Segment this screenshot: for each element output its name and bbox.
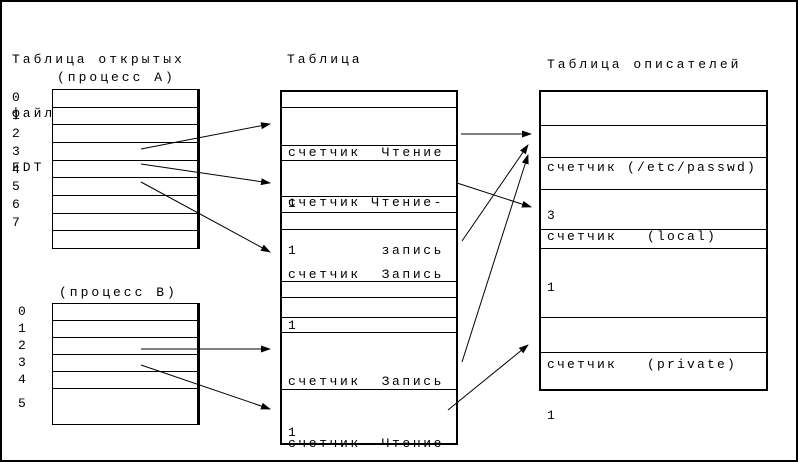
fdt-a-row-3 — [53, 143, 197, 161]
fdt-b-row-1 — [53, 321, 197, 338]
sft-entry-write1: счетчик Запись 1 — [282, 230, 456, 333]
sft-entry-read1: счетчик Чтение 1 — [282, 108, 456, 211]
sft-entry-write1-count: 1 — [288, 318, 299, 333]
fdt-table-a — [52, 89, 200, 249]
sft-empty-row — [282, 318, 456, 333]
vnode-entry-private: счетчик (private) 1 — [541, 318, 766, 423]
sft-entry-readwrite: счетчик Чтение- 1 запись — [282, 161, 456, 258]
fdt-a-label-3: 3 — [12, 143, 20, 159]
vnode-empty-row — [541, 158, 766, 190]
connection-arrow-sft-read2-to-vnode-private — [447, 344, 529, 411]
connection-arrow-sft-readwrite-to-vnode-local — [456, 182, 532, 208]
sft-empty-row — [282, 298, 456, 318]
fdt-a-row-7 — [53, 214, 197, 232]
vnode-entry-private-line1: счетчик (private) — [547, 357, 738, 372]
sft-entry-write2-count: 1 — [288, 425, 299, 440]
connection-arrow-sft-write1-to-vnode-etc-passwd — [461, 144, 529, 242]
fdt-a-label-5: 5 — [12, 179, 20, 195]
fdt-b-label-4: 4 — [18, 372, 26, 387]
fdt-b-row-5 — [53, 389, 197, 424]
process-b-caption: (процесс В) — [59, 285, 178, 300]
fdt-a-row-6 — [53, 196, 197, 214]
fdt-a-label-6: 6 — [12, 197, 20, 213]
sft-entry-write2: счетчик Запись 1 — [282, 333, 456, 440]
fdt-header-line3: FDT — [12, 160, 45, 175]
sft-entry-read2: счетчик Чтение 1 — [282, 390, 456, 451]
vnode-empty-row — [541, 92, 766, 126]
fdt-b-label-3: 3 — [18, 355, 26, 370]
vnode-header-line1: Таблица описателей — [547, 57, 742, 72]
fdt-b-row-4 — [53, 372, 197, 389]
sft-empty-row — [282, 213, 456, 230]
fdt-a-label-1: 1 — [12, 108, 20, 124]
fdt-a-row-1 — [53, 108, 197, 126]
vnode-entry-local-line1: счетчик (local) — [547, 229, 718, 244]
fdt-a-row-0 — [53, 90, 197, 108]
vnode-empty-row — [541, 249, 766, 318]
vnode-table: счетчик (/etc/passwd) 3 счетчик (local) … — [539, 90, 768, 423]
sft-empty-row — [282, 92, 456, 108]
fdt-b-row-2 — [53, 338, 197, 355]
fdt-a-label-7: 7 — [12, 214, 20, 230]
sft-empty-row — [282, 282, 456, 298]
sft-entry-read1-line1: счетчик Чтение — [288, 145, 445, 160]
fdt-b-label-0: 0 — [18, 304, 26, 319]
fdt-b-label-2: 2 — [18, 338, 26, 353]
vnode-entry-private-count: 1 — [547, 408, 558, 423]
vnode-empty-row — [541, 230, 766, 249]
fdt-a-row-8 — [53, 231, 197, 248]
fdt-table-b — [52, 303, 200, 425]
process-a-caption: (процесс А) — [57, 70, 176, 85]
vnode-empty-row — [541, 353, 766, 389]
fdt-a-row-4 — [53, 161, 197, 179]
vnode-entry-etc-passwd-count: 3 — [547, 208, 558, 223]
sft-table: счетчик Чтение 1 счетчик Чтение- 1 запис… — [280, 90, 458, 451]
sft-entry-read2-line1: счетчик Чтение — [288, 436, 445, 451]
sft-entry-readwrite-count: 1 запись — [288, 243, 445, 258]
sft-empty-row — [282, 197, 456, 213]
vnode-entry-local: счетчик (local) 1 — [541, 190, 766, 295]
fdt-b-label-1: 1 — [18, 321, 26, 336]
fdt-header-line1: Таблица открытых — [12, 52, 185, 67]
sft-header-line1: Таблица — [287, 52, 363, 67]
vnode-entry-etc-passwd-line1: счетчик (/etc/passwd) — [547, 160, 758, 175]
connection-arrow-sft-write2-to-vnode-etc-passwd — [461, 154, 529, 363]
fdt-a-row-2 — [53, 125, 197, 144]
fdt-b-row-labels: 0 1 2 3 4 5 — [18, 303, 34, 418]
fdt-a-label-blank — [12, 231, 28, 249]
sft-entry-write2-line1: счетчик Запись — [288, 374, 445, 389]
fdt-a-row-5 — [53, 178, 197, 197]
vnode-entry-etc-passwd: счетчик (/etc/passwd) 3 — [541, 126, 766, 223]
fdt-a-row-labels: 0 1 2 3 4 5 6 7 — [12, 89, 28, 249]
fdt-b-row-0 — [53, 304, 197, 321]
sft-entry-write1-line1: счетчик Запись — [288, 267, 445, 282]
fdt-b-label-5: 5 — [18, 395, 26, 411]
sft-entry-read1-count: 1 — [288, 196, 299, 211]
fdt-a-label-0: 0 — [12, 90, 20, 106]
sft-empty-row — [282, 146, 456, 161]
fdt-a-label-4: 4 — [12, 161, 20, 177]
vnode-entry-local-count: 1 — [547, 280, 558, 295]
sft-entry-readwrite-line1: счетчик Чтение- — [288, 195, 445, 210]
fdt-a-label-2: 2 — [12, 125, 20, 141]
fdt-b-row-3 — [53, 355, 197, 372]
